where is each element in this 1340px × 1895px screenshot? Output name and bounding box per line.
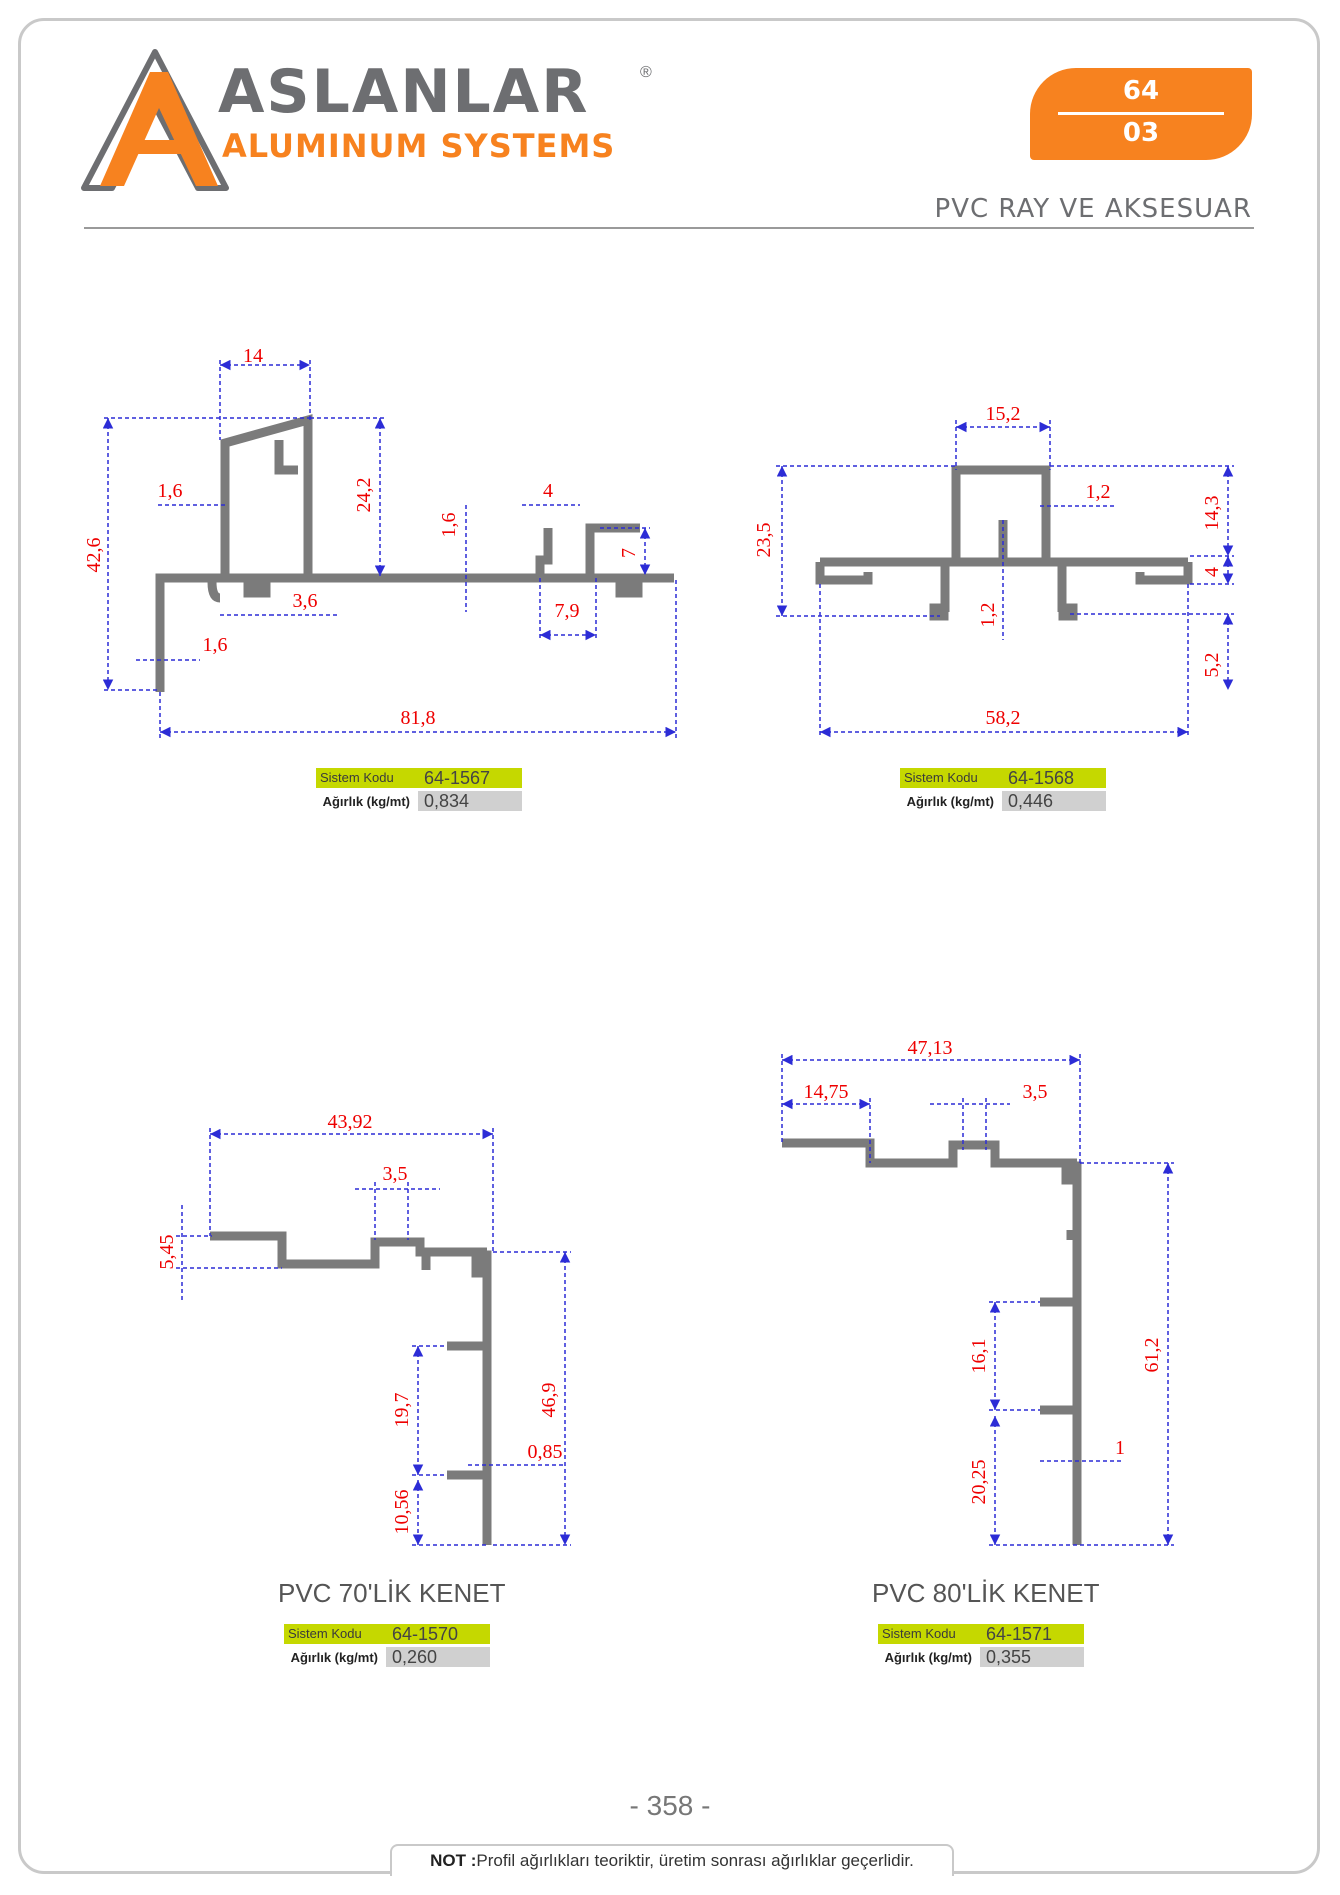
- page-code-divider: [1058, 112, 1224, 115]
- caption-64-1571: PVC 80'LİK KENET: [872, 1578, 1100, 1608]
- dim-label: 7,9: [555, 600, 580, 622]
- spec-weight-label: Ağırlık (kg/mt): [290, 1649, 378, 1665]
- dim-label: 14: [243, 345, 263, 367]
- profile-64-1570-drawing: [210, 1231, 492, 1545]
- spec-code-value: 64-1567: [418, 768, 522, 788]
- dim-label: 14,75: [804, 1081, 849, 1103]
- page-code-bottom: 03: [1122, 118, 1160, 148]
- caption-64-1570: PVC 70'LİK KENET: [278, 1578, 506, 1608]
- dim-label: 1,6: [438, 513, 460, 538]
- section-title: PVC RAY VE AKSESUAR: [934, 194, 1252, 224]
- dim-label: 5,45: [156, 1235, 178, 1270]
- dim-label: 58,2: [986, 707, 1021, 729]
- dim-label: 4: [1201, 567, 1223, 577]
- dim-label: 1,2: [977, 603, 999, 628]
- dim-label: 7: [618, 548, 640, 558]
- profile-64-1571-dims: [781, 1054, 1174, 1546]
- spec-code-label: Sistem Kodu: [900, 768, 1002, 788]
- dim-label: 24,2: [353, 478, 375, 513]
- profile-64-1570-dims: [176, 1128, 571, 1546]
- dim-label: 4: [543, 480, 553, 502]
- spec-code-label: Sistem Kodu: [284, 1624, 386, 1644]
- spec-code-value: 64-1571: [980, 1624, 1084, 1644]
- brand-name: ASLANLAR: [218, 57, 590, 127]
- page-code-top: 64: [1122, 76, 1160, 106]
- dim-label: 1: [1115, 1437, 1125, 1459]
- brand-subtitle: ALUMINUM SYSTEMS: [222, 127, 616, 165]
- header-divider: [84, 227, 1254, 229]
- dim-label: 19,7: [391, 1393, 413, 1428]
- dim-label: 15,2: [986, 403, 1021, 425]
- profile-64-1568-drawing: [815, 465, 1193, 621]
- footer-note: NOT :Profil ağırlıkları teoriktir, üreti…: [390, 1844, 954, 1876]
- page-number: - 358 -: [629, 1790, 711, 1821]
- spec-weight-value: 0,446: [1002, 791, 1106, 811]
- dim-label: 16,1: [968, 1339, 990, 1374]
- spec-weight-value: 0,834: [418, 791, 522, 811]
- dim-label: 20,25: [968, 1460, 990, 1505]
- dim-label: 0,85: [528, 1441, 563, 1463]
- dim-label: 3,6: [293, 590, 318, 612]
- page-code-tab: 64 03: [1030, 68, 1252, 160]
- profile-64-1570-dim-labels: 43,92 3,5 5,45 19,7 46,9 0,85 10,56: [156, 1111, 563, 1535]
- profile-64-1571-drawing: [782, 1138, 1082, 1545]
- aslanlar-logo-icon: [81, 49, 229, 191]
- dim-label: 1,6: [203, 634, 228, 656]
- spec-code-value: 64-1568: [1002, 768, 1106, 788]
- dim-label: 23,5: [753, 523, 775, 558]
- dim-label: 14,3: [1201, 496, 1223, 531]
- profile-64-1571-dim-labels: 47,13 14,75 3,5 61,2 16,1 1 20,25: [804, 1037, 1164, 1505]
- footer-note-label: NOT :: [430, 1851, 477, 1870]
- spec-weight-value: 0,260: [386, 1647, 490, 1667]
- dim-label: 46,9: [538, 1383, 560, 1418]
- dim-label: 61,2: [1141, 1338, 1163, 1373]
- dim-label: 10,56: [391, 1490, 413, 1535]
- dim-label: 1,2: [1086, 481, 1111, 503]
- footer-note-text: Profil ağırlıkları teoriktir, üretim son…: [476, 1851, 914, 1870]
- dim-label: 47,13: [908, 1037, 953, 1059]
- spec-weight-label: Ağırlık (kg/mt): [884, 1649, 972, 1665]
- spec-weight-label: Ağırlık (kg/mt): [322, 793, 410, 809]
- profile-64-1568-dims: [776, 420, 1234, 738]
- spec-code-label: Sistem Kodu: [878, 1624, 980, 1644]
- dim-label: 3,5: [383, 1163, 408, 1185]
- profile-64-1567-dim-labels: 14 42,6 24,2 1,6 1,6 4 7 3,6 7,9 1,6 81,…: [83, 345, 640, 729]
- dim-label: 81,8: [401, 707, 436, 729]
- spec-code-label: Sistem Kodu: [316, 768, 418, 788]
- profile-64-1568-dim-labels: 15,2 23,5 1,2 14,3 4 1,2 5,2 58,2: [753, 403, 1223, 729]
- profile-64-1567-drawing: [155, 414, 674, 692]
- dim-label: 1,6: [158, 480, 183, 502]
- spec-code-value: 64-1570: [386, 1624, 490, 1644]
- dim-label: 3,5: [1023, 1081, 1048, 1103]
- dim-label: 43,92: [328, 1111, 373, 1133]
- spec-weight-value: 0,355: [980, 1647, 1084, 1667]
- profile-64-1567-dims: [102, 359, 677, 738]
- spec-weight-label: Ağırlık (kg/mt): [906, 793, 994, 809]
- registered-mark: ®: [640, 64, 652, 81]
- dim-label: 5,2: [1201, 653, 1223, 678]
- dim-label: 42,6: [83, 538, 105, 573]
